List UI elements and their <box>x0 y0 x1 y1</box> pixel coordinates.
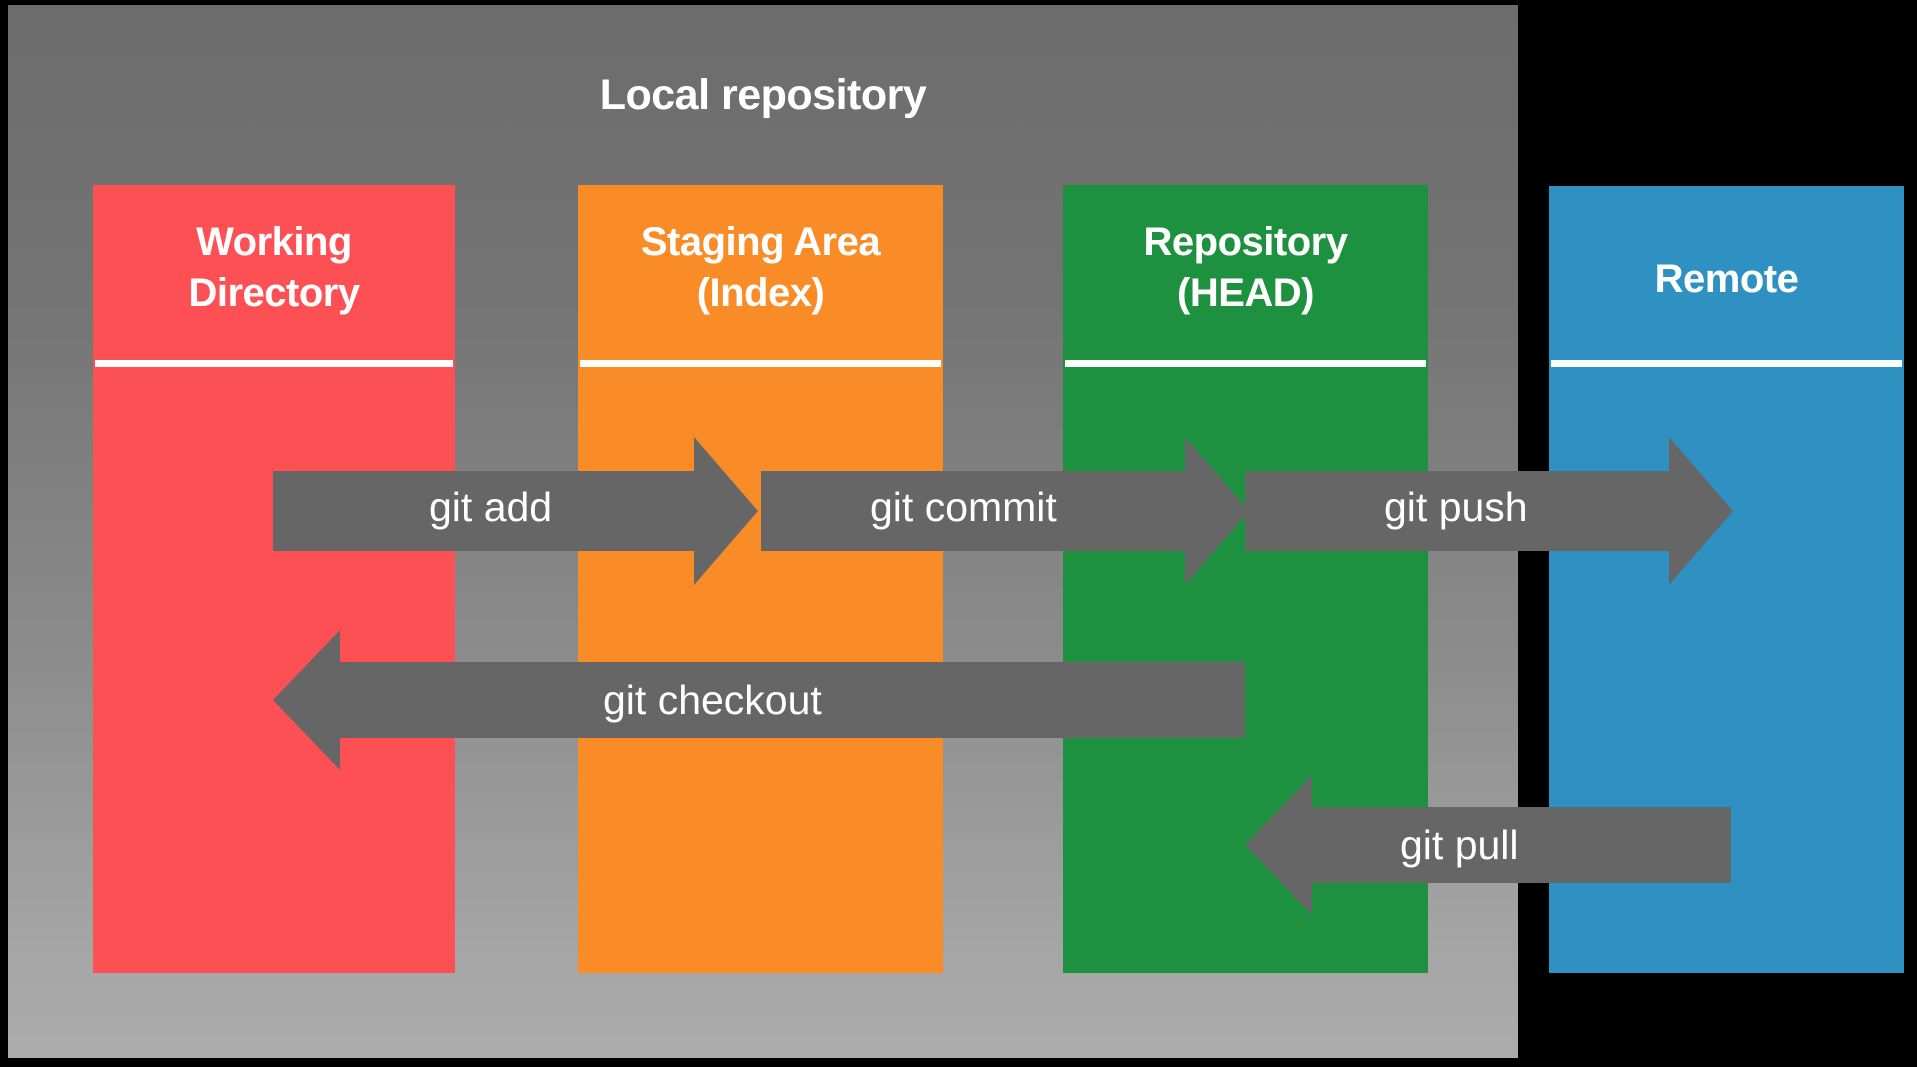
column-working-directory[interactable]: Working Directory <box>93 185 455 973</box>
staging-area-title: Staging Area (Index) <box>578 217 943 319</box>
git-push-label: git push <box>1384 484 1528 530</box>
git-checkout-arrow[interactable] <box>273 630 1245 770</box>
remote-divider <box>1551 360 1902 367</box>
git-pull-arrow[interactable] <box>1245 775 1731 915</box>
working-directory-divider <box>95 360 453 367</box>
working-directory-title-line1: Working <box>196 220 352 264</box>
git-push-arrow[interactable] <box>1245 437 1733 585</box>
remote-title-line1: Remote <box>1654 257 1799 301</box>
git-pull-label: git pull <box>1400 822 1519 868</box>
working-directory-title: Working Directory <box>93 217 455 319</box>
repository-head-title-line1: Repository <box>1143 220 1348 264</box>
working-directory-title-line2: Directory <box>188 271 360 316</box>
repository-head-title-line2: (HEAD) <box>1177 271 1314 316</box>
git-add-arrow[interactable] <box>273 437 758 585</box>
staging-area-title-line2: (Index) <box>696 271 825 316</box>
git-add-label: git add <box>429 484 553 530</box>
column-staging-area[interactable]: Staging Area (Index) <box>578 185 943 973</box>
staging-area-title-line1: Staging Area <box>640 220 881 264</box>
staging-area-divider <box>580 360 941 367</box>
git-checkout-label: git checkout <box>603 677 822 723</box>
remote-title: Remote <box>1549 254 1904 305</box>
repository-head-divider <box>1065 360 1426 367</box>
repository-head-title: Repository (HEAD) <box>1063 217 1428 319</box>
git-commit-arrow[interactable] <box>761 437 1249 585</box>
git-commit-label: git commit <box>870 484 1057 530</box>
local-repository-title: Local repository <box>599 71 927 119</box>
